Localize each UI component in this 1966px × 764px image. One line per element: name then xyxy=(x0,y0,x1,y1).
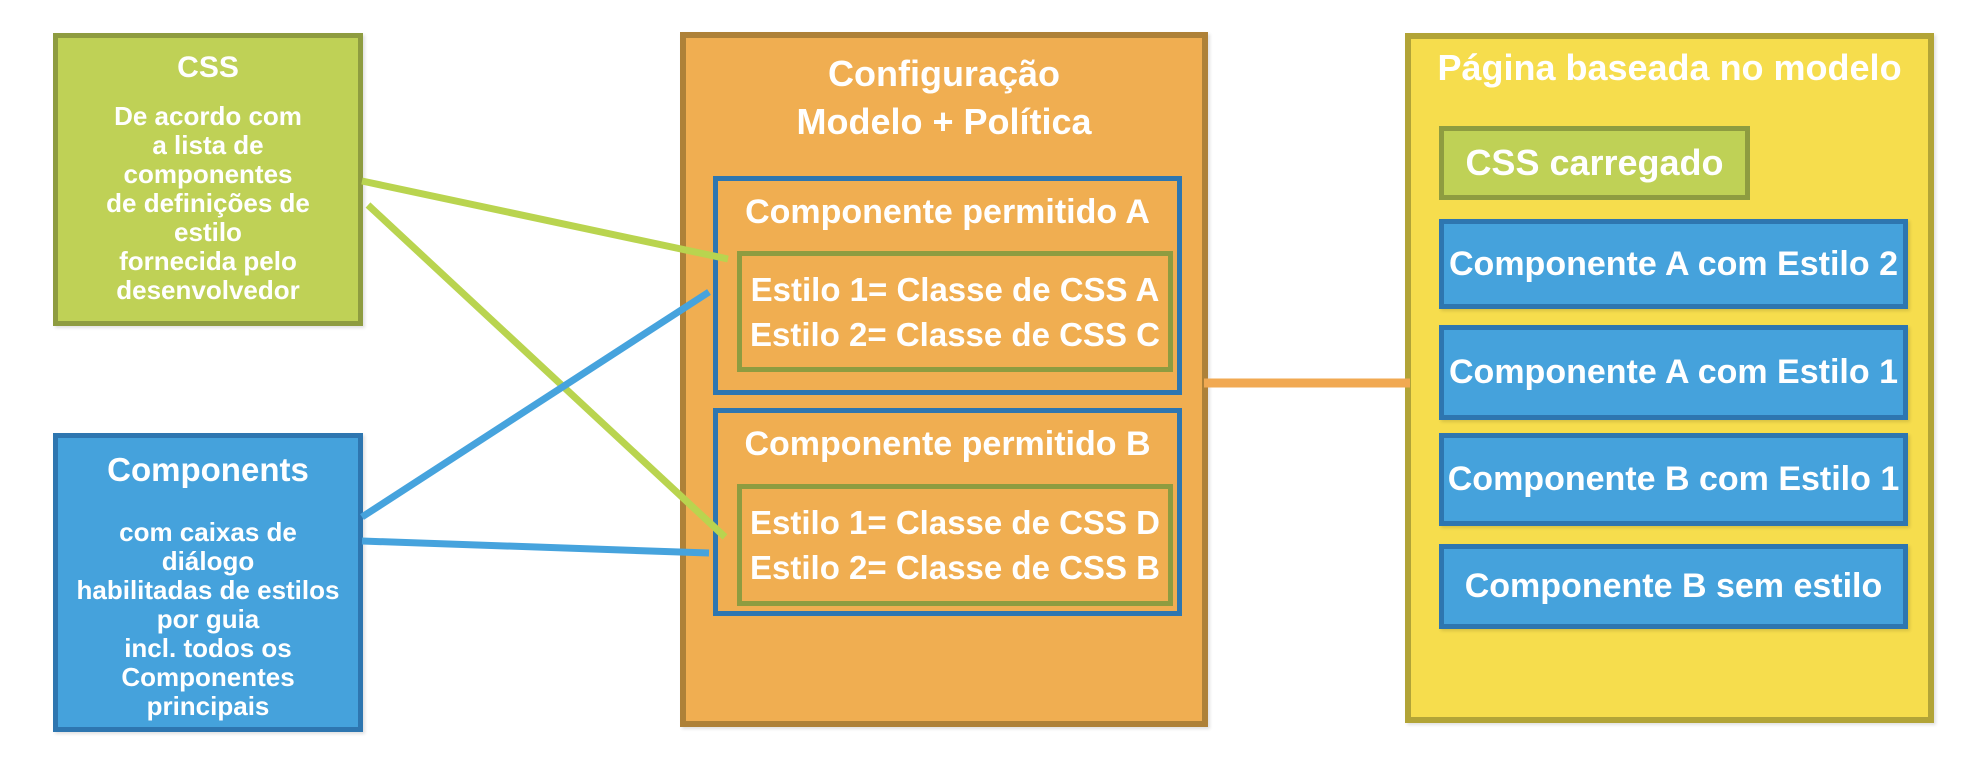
template-page-title: Página baseada no modelo xyxy=(1437,47,1902,88)
page-component-a-style-1: Componente A com Estilo 1 xyxy=(1439,325,1908,420)
page-component-a-style-2: Componente A com Estilo 2 xyxy=(1439,219,1908,309)
template-page-box: Página baseada no modelo CSS carregado C… xyxy=(1405,33,1934,723)
components-source-description: com caixas de diálogo habilitadas de est… xyxy=(76,517,340,721)
page-component-b-style-1: Componente B com Estilo 1 xyxy=(1439,433,1908,526)
components-source-box: Components com caixas de diálogo habilit… xyxy=(53,433,363,732)
allowed-component-a-box: Componente permitido A Estilo 1= Classe … xyxy=(713,176,1182,395)
css-source-box: CSS De acordo com a lista de componentes… xyxy=(53,33,363,326)
configuration-title: Configuração Modelo + Política xyxy=(796,53,1092,142)
page-component-b-no-style: Componente B sem estilo xyxy=(1439,544,1908,629)
component-b-style-1: Estilo 1= Classe de CSS D xyxy=(750,504,1160,541)
allowed-component-b-box: Componente permitido B Estilo 1= Classe … xyxy=(713,408,1182,616)
css-loaded-box: CSS carregado xyxy=(1439,126,1750,200)
connector-components-to-allowed-b xyxy=(361,537,710,557)
css-source-description: De acordo com a lista de componentes de … xyxy=(106,101,310,305)
connector-css-to-component-a-styles xyxy=(361,177,729,263)
components-source-title: Components xyxy=(107,451,309,488)
css-source-title: CSS xyxy=(177,51,239,84)
component-b-styles-box: Estilo 1= Classe de CSS D Estilo 2= Clas… xyxy=(737,484,1173,606)
component-a-style-2: Estilo 2= Classe de CSS C xyxy=(750,315,1160,353)
configuration-box: Configuração Modelo + Política Component… xyxy=(680,32,1208,727)
connector-components-to-allowed-a xyxy=(360,289,711,520)
allowed-component-b-label: Componente permitido B xyxy=(744,425,1151,463)
component-a-style-1: Estilo 1= Classe de CSS A xyxy=(750,270,1160,308)
connector-css-to-component-b-styles xyxy=(365,202,728,540)
component-a-styles-box: Estilo 1= Classe de CSS A Estilo 2= Clas… xyxy=(737,251,1173,372)
allowed-component-a-label: Componente permitido A xyxy=(745,193,1150,231)
component-b-style-2: Estilo 2= Classe de CSS B xyxy=(750,549,1160,586)
